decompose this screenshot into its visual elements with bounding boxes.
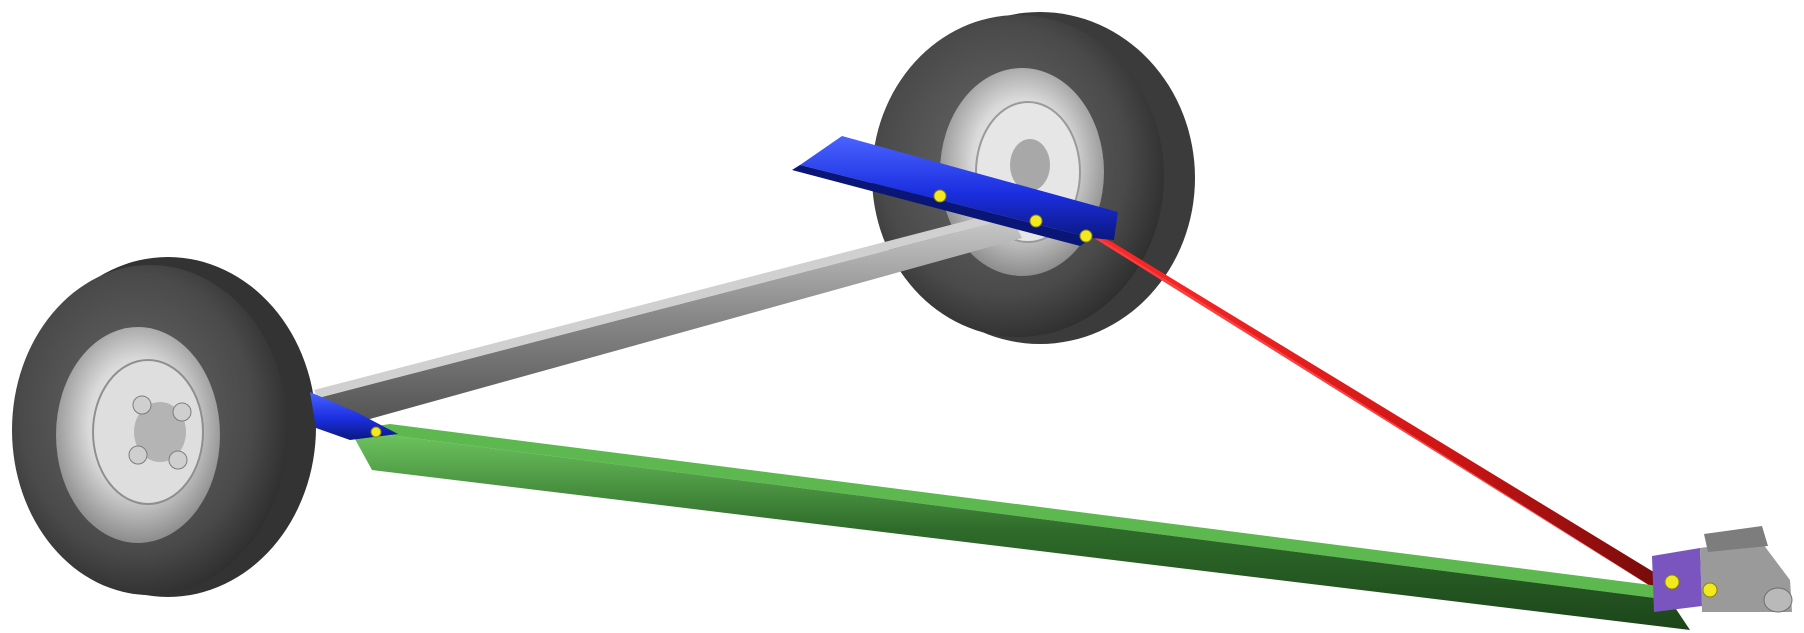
hitch-coupler — [1652, 526, 1793, 613]
axle-tube — [314, 210, 1022, 430]
bolt — [1664, 574, 1680, 590]
bolt — [370, 426, 382, 438]
coupler-latch — [1704, 526, 1768, 552]
left-tongue-rail — [350, 424, 1690, 630]
bolt — [1702, 582, 1718, 598]
bolt — [933, 189, 947, 203]
left-hub — [134, 402, 186, 462]
left-lug-nut — [132, 395, 152, 415]
right-mount-bracket — [792, 136, 1118, 246]
right-hub — [1010, 139, 1050, 191]
right-bracket-plate — [800, 136, 1118, 240]
left-lug-nut — [172, 402, 192, 422]
right-tongue-rail — [1078, 228, 1680, 592]
coupler-ball-socket — [1763, 587, 1793, 613]
left-rail-body — [350, 430, 1690, 630]
left-lug-nut — [168, 450, 188, 470]
bolt — [1029, 214, 1043, 228]
right-rail-body — [1090, 232, 1680, 592]
left-lug-nut — [128, 445, 148, 465]
axle-tube-top — [314, 210, 1012, 398]
axle-tube-body — [318, 218, 1022, 430]
left-rail-top — [350, 424, 1690, 600]
left-mount-bracket — [310, 392, 398, 440]
right-rail-top — [1078, 228, 1660, 592]
bolt — [1079, 229, 1093, 243]
right-bracket-edge — [792, 165, 1092, 246]
left-wheel — [12, 257, 316, 597]
